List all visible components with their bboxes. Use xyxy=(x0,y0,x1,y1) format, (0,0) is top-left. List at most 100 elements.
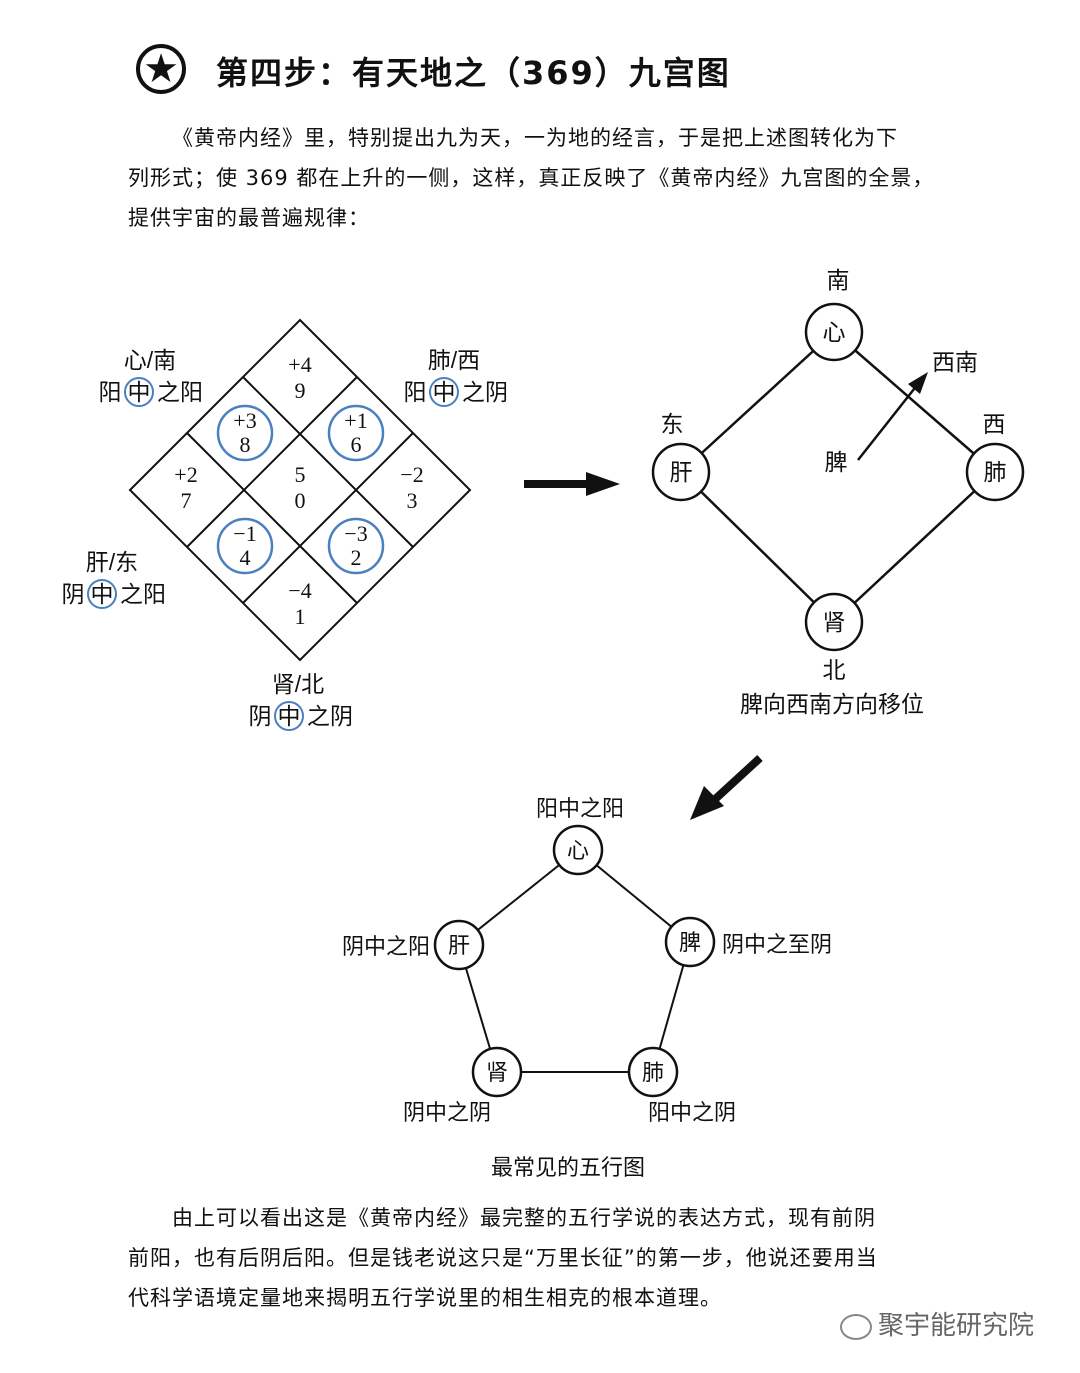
outro-line: 由上可以看出这是《黄帝内经》最完整的五行学说的表达方式，现有前阴 xyxy=(172,1206,876,1230)
node-label: 心 xyxy=(823,319,846,345)
intro-line: 列形式；使 369 都在上升的一侧，这样，真正反映了《黄帝内经》九宫图的全景， xyxy=(128,166,935,190)
label-text: 中 xyxy=(91,581,114,607)
node-kidney xyxy=(471,1046,523,1098)
heart-yinyang-label: 阳中之阳 xyxy=(536,796,624,821)
diamond-edge xyxy=(680,331,835,473)
cell-number: 4 xyxy=(240,545,251,570)
label-text: 阴 xyxy=(62,581,85,607)
zhong-ring xyxy=(429,377,459,407)
label-text: 中 xyxy=(128,379,151,405)
outro-line: 前阳，也有后阴后阳。但是钱老说这只是“万里长征”的第一步，他说还要用当 xyxy=(128,1246,878,1270)
intro-line: 《黄帝内经》里，特别提出九为天，一为地的经言，于是把上述图转化为下 xyxy=(172,126,898,150)
label-text: 阳 xyxy=(99,379,122,405)
node-liver xyxy=(433,919,485,971)
wechat-icon xyxy=(840,1313,872,1340)
spleen-yinyang-label: 阴中之至阴 xyxy=(722,932,832,957)
node-kidney xyxy=(804,592,864,652)
node-lung xyxy=(965,442,1025,502)
direction-east: 东 xyxy=(661,411,684,437)
watermark: 聚宇能研究院 xyxy=(840,1305,1034,1342)
spleen-label: 脾 xyxy=(825,449,848,475)
direction-west: 西 xyxy=(983,411,1006,437)
zhong-ring xyxy=(87,579,117,609)
grid-line xyxy=(186,432,358,604)
label-lung-west: 肺/西 xyxy=(428,347,480,373)
cell-number: 8 xyxy=(240,432,251,457)
node-heart xyxy=(552,824,604,876)
node-liver xyxy=(651,442,711,502)
cell-number: 6 xyxy=(351,432,362,457)
cell-highlight-rings xyxy=(216,404,385,575)
cell-sign: +1 xyxy=(344,408,367,433)
cell-number: 2 xyxy=(351,545,362,570)
spleen-shift-arrow xyxy=(857,383,919,461)
cell-number: 7 xyxy=(181,488,192,513)
intro-line: 提供宇宙的最普遍规律： xyxy=(128,206,370,230)
label-text: 中 xyxy=(278,703,301,729)
node-label: 肾 xyxy=(823,609,846,635)
cell-sign: −4 xyxy=(288,578,311,603)
grid-labels: 心/南 阳 中 之阳 肺/西 阳 中 之阴 肝/东 阴 中 之阳 肾/北 阴 中… xyxy=(62,347,508,731)
nine-palace-grid xyxy=(128,318,472,662)
node-lung xyxy=(627,1046,679,1098)
cell-sign: +4 xyxy=(288,352,311,377)
section-heading: ★ 第四步：有天地之（369）九宫图 xyxy=(130,40,1030,100)
cell-sign: +3 xyxy=(233,408,256,433)
node-label: 肾 xyxy=(486,1060,508,1085)
grid-line xyxy=(186,376,358,548)
label-text: 之阴 xyxy=(462,379,508,405)
intro-paragraph: 《黄帝内经》里，特别提出九为天，一为地的经言，于是把上述图转化为下 列形式；使 … xyxy=(128,118,968,238)
node-label: 心 xyxy=(567,838,589,863)
direction-north: 北 xyxy=(823,657,846,683)
cell-sign: −1 xyxy=(233,521,256,546)
direction-south: 南 xyxy=(827,267,850,293)
grid-line xyxy=(242,376,414,548)
label-text: 中 xyxy=(433,379,456,405)
grid-line xyxy=(242,432,414,604)
outro-paragraph: 由上可以看出这是《黄帝内经》最完整的五行学说的表达方式，现有前阴 前阳，也有后阴… xyxy=(128,1198,968,1318)
cell-sign: +2 xyxy=(174,462,197,487)
label-text: 之阳 xyxy=(120,581,166,607)
diamond-edge xyxy=(833,471,996,623)
node-label: 肺 xyxy=(642,1060,664,1085)
label-heart-south: 心/南 xyxy=(124,347,176,373)
label-text: 之阴 xyxy=(307,703,353,729)
right-arrow-icon xyxy=(524,472,620,496)
node-label: 肝 xyxy=(670,459,693,485)
five-elements-diagram: 心 肝 脾 肾 肺 阳中之阳 阴中之阳 阴中之至阴 阴中之阴 阳中之阴 最常见的… xyxy=(342,796,832,1180)
label-liver-east: 肝/东 xyxy=(86,549,138,575)
diamond-edge xyxy=(833,331,996,473)
watermark-text: 聚宇能研究院 xyxy=(878,1311,1035,1341)
node-label: 肺 xyxy=(984,459,1007,485)
liver-yinyang-label: 阴中之阳 xyxy=(342,934,430,959)
cell-sign: −3 xyxy=(344,521,367,546)
cell-number: 0 xyxy=(295,488,306,513)
diamond-edge xyxy=(680,471,835,623)
diamond-caption: 脾向西南方向移位 xyxy=(740,691,924,717)
down-left-arrow-icon xyxy=(690,755,763,820)
cell-sign: 5 xyxy=(295,462,306,487)
kidney-yinyang-label: 阴中之阴 xyxy=(403,1100,491,1125)
grid-cell-values: +4 9 +3 8 +1 6 +2 7 5 0 −2 3 −1 4 −3 2 −… xyxy=(174,352,423,629)
cell-ring xyxy=(327,404,385,462)
node-label: 肝 xyxy=(448,933,470,958)
label-kidney-north: 肾/北 xyxy=(272,671,324,697)
cell-ring xyxy=(216,404,274,462)
label-text: 阴 xyxy=(249,703,272,729)
cell-number: 9 xyxy=(295,378,306,403)
diamond-diagram: 心 肝 肺 肾 脾 南 东 西 西南 北 脾向西南方向移位 xyxy=(651,267,1025,717)
cell-ring xyxy=(327,517,385,575)
pentagon-edge xyxy=(458,849,579,946)
node-heart xyxy=(804,302,864,362)
node-spleen xyxy=(664,916,716,968)
cell-number: 3 xyxy=(407,488,418,513)
lung-yinyang-label: 阳中之阴 xyxy=(648,1100,736,1125)
cell-ring xyxy=(216,517,274,575)
zhong-ring xyxy=(124,377,154,407)
arrowhead-icon xyxy=(908,372,928,394)
outro-line: 代科学语境定量地来揭明五行学说里的相生相克的根本道理。 xyxy=(128,1286,722,1310)
star-badge-icon: ★ xyxy=(136,44,186,94)
direction-southwest: 西南 xyxy=(932,349,978,375)
label-text: 之阳 xyxy=(157,379,203,405)
